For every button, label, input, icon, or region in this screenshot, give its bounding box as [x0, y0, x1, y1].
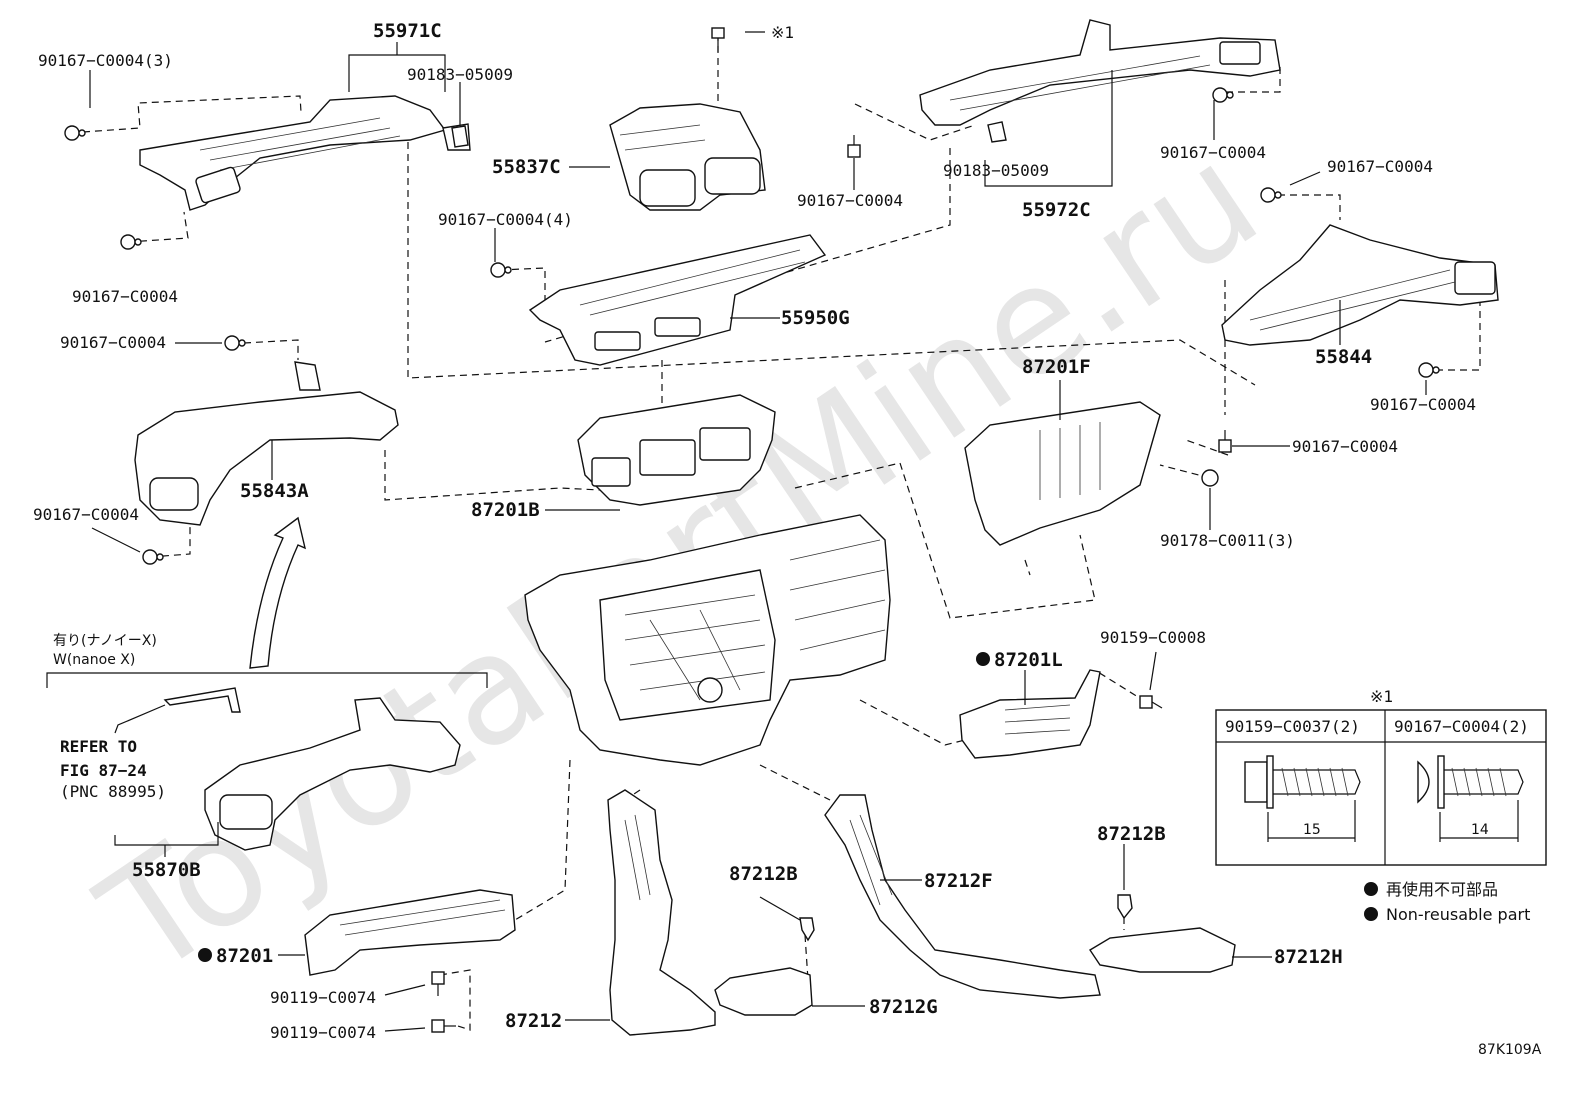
non-reusable-dot-icon — [976, 652, 990, 666]
part-55950G-register — [528, 234, 827, 366]
clip-icon — [1212, 87, 1234, 103]
label-90167-C0004: 90167−C0004 — [60, 333, 166, 352]
clip-icon — [1117, 894, 1133, 920]
flange-bolt-icon — [1244, 755, 1361, 842]
label-55972C: 55972C — [1022, 199, 1091, 221]
clip-icon — [490, 262, 512, 278]
table-col2-header: 90167−C0004(2) — [1394, 717, 1529, 736]
clip-icon — [224, 335, 246, 351]
dim-15: 15 — [1303, 822, 1321, 838]
label-55837C: 55837C — [492, 156, 561, 178]
part-87201B-housing — [577, 394, 776, 506]
clip-icon — [987, 121, 1007, 143]
label-refer-to: REFER TO — [60, 737, 137, 756]
label-87201B: 87201B — [471, 499, 540, 521]
part-87212-duct — [607, 789, 716, 1036]
screw-icon — [431, 1019, 456, 1033]
arrow-icon — [249, 516, 306, 669]
part-55971C-duct — [139, 95, 471, 211]
label-87212B: 87212B — [729, 863, 798, 885]
clip-icon — [799, 917, 815, 942]
label-87201: 87201 — [216, 945, 273, 967]
label-refer-pnc: (PNC 88995) — [60, 782, 166, 801]
label-55870B: 55870B — [132, 859, 201, 881]
label-87212G: 87212G — [869, 996, 938, 1018]
clip-icon — [120, 234, 142, 250]
label-90167-C0004: 90167−C0004 — [797, 191, 903, 210]
label-90183-05009: 90183−05009 — [943, 161, 1049, 180]
dim-14: 14 — [1471, 822, 1489, 838]
label-90119-C0074: 90119−C0074 — [270, 1023, 376, 1042]
part-labels: 55971C 90167−C0004(3) 90183−05009 90167−… — [33, 20, 1476, 1042]
part-55972C-duct — [919, 19, 1281, 126]
part-hvac-main-unit — [524, 514, 891, 766]
nut-icon — [1201, 469, 1219, 487]
part-87212G-bracket — [714, 967, 813, 1016]
nanoe-bracket — [46, 672, 488, 688]
label-55950G: 55950G — [781, 307, 850, 329]
table-col1-header: 90159−C0037(2) — [1225, 717, 1360, 736]
part-87201F-housing — [964, 401, 1161, 546]
screw-icon — [431, 971, 445, 996]
part-87201L-actuator — [959, 669, 1101, 759]
label-90167-C0004: 90167−C0004 — [33, 505, 139, 524]
clip-icon — [142, 549, 164, 565]
label-nanoe-jp: 有り(ナノイーX) — [53, 633, 157, 649]
leader-lines — [89, 31, 1427, 1032]
part-55843A-duct — [134, 361, 399, 526]
label-87201L: 87201L — [994, 649, 1063, 671]
part-87212F-duct — [824, 794, 1101, 999]
label-90167-C0004: 90167−C0004 — [1160, 143, 1266, 162]
legend-en: Non-reusable part — [1386, 905, 1530, 924]
label-90178-C0011-3: 90178−C0011(3) — [1160, 531, 1295, 550]
label-refer-fig: FIG 87−24 — [60, 761, 147, 780]
label-55844: 55844 — [1315, 346, 1372, 368]
clip-icon — [1418, 362, 1440, 378]
clip-icon — [451, 125, 469, 148]
label-55843A: 55843A — [240, 480, 309, 502]
label-90167-C0004-3: 90167−C0004(3) — [38, 51, 173, 70]
label-90119-C0074: 90119−C0074 — [270, 988, 376, 1007]
label-87212: 87212 — [505, 1010, 562, 1032]
non-reusable-dot-icon — [198, 948, 212, 962]
screw-icon — [1218, 430, 1232, 453]
label-90167-C0004-4: 90167−C0004(4) — [438, 210, 573, 229]
label-nanoe-en: W(nanoe X) — [53, 652, 135, 668]
label-87212H: 87212H — [1274, 946, 1343, 968]
legend: 再使用不可部品 Non-reusable part — [1364, 880, 1530, 924]
label-90159-C0008: 90159−C0008 — [1100, 628, 1206, 647]
label-87201F: 87201F — [1022, 356, 1091, 378]
part-87201-duct — [304, 889, 516, 976]
legend-jp: 再使用不可部品 — [1386, 880, 1498, 899]
label-87212F: 87212F — [924, 870, 993, 892]
non-reusable-dot-icon — [1364, 907, 1378, 921]
label-90167-C0004: 90167−C0004 — [1370, 395, 1476, 414]
note-mark-1: ※1 — [771, 23, 794, 42]
non-reusable-dot-icon — [1364, 882, 1378, 896]
label-90167-C0004: 90167−C0004 — [72, 287, 178, 306]
label-55971C: 55971C — [373, 20, 442, 42]
screw-icon — [1139, 695, 1163, 709]
washer-screw-icon — [1417, 755, 1524, 842]
label-90183-05009: 90183−05009 — [407, 65, 513, 84]
assembly-dashed-lines — [82, 34, 1481, 1031]
part-55870B-duct — [163, 687, 461, 851]
part-87212H-bracket — [1089, 927, 1236, 973]
table-note-mark: ※1 — [1370, 687, 1393, 706]
fasteners — [64, 27, 1440, 1033]
diagram-code: 87K109A — [1478, 1042, 1542, 1058]
label-90167-C0004: 90167−C0004 — [1292, 437, 1398, 456]
part-55844-duct — [1221, 224, 1499, 346]
clip-icon — [64, 125, 86, 141]
label-90167-C0004: 90167−C0004 — [1327, 157, 1433, 176]
fastener-table: ※1 90159−C0037(2) 90167−C0004(2) 15 14 — [1215, 687, 1547, 866]
screw-icon — [711, 27, 725, 52]
part-55837C-twin-duct — [609, 103, 766, 211]
screw-icon — [847, 135, 861, 158]
clip-icon — [1260, 187, 1282, 203]
label-87212B: 87212B — [1097, 823, 1166, 845]
